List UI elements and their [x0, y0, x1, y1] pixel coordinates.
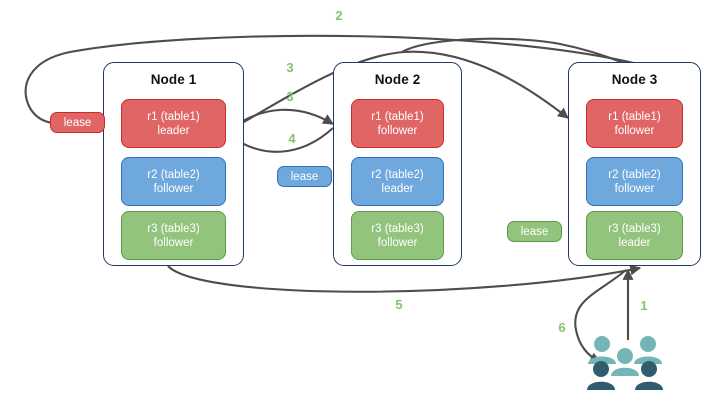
replica-label-line1: r1 (table1): [147, 110, 200, 123]
node-container-2: Node 2 r1 (table1) follower r2 (table2) …: [333, 62, 462, 266]
replica-label-line2: follower: [614, 124, 655, 137]
lease-badge-red[interactable]: lease: [50, 112, 105, 133]
replica-label-line1: r3 (table3): [371, 222, 424, 235]
replica-label-line2: leader: [618, 236, 651, 249]
step-label-6: 6: [558, 320, 566, 335]
replica-label-line2: leader: [157, 124, 190, 137]
replica-r1-node2[interactable]: r1 (table1) follower: [351, 99, 444, 148]
step-label-3-upper: 3: [286, 60, 294, 75]
replica-label-line2: follower: [377, 236, 418, 249]
replica-label-line1: r1 (table1): [608, 110, 661, 123]
node-title-2: Node 2: [374, 72, 421, 87]
step-label-4: 4: [288, 131, 296, 146]
replica-r3-node1[interactable]: r3 (table3) follower: [121, 211, 226, 260]
step-label-2: 2: [335, 8, 343, 23]
replica-r1-node3[interactable]: r1 (table1) follower: [586, 99, 683, 148]
replica-r2-node2[interactable]: r2 (table2) leader: [351, 157, 444, 206]
replica-r3-node3[interactable]: r3 (table3) leader: [586, 211, 683, 260]
replica-label-line2: follower: [153, 236, 194, 249]
step-label-5: 5: [395, 297, 403, 312]
lease-label: lease: [520, 225, 549, 238]
replica-label-line1: r2 (table2): [608, 168, 661, 181]
replica-label-line2: follower: [614, 182, 655, 195]
edge-step-5: [167, 264, 642, 293]
node-container-1: Node 1 r1 (table1) leader r2 (table2) fo…: [103, 62, 244, 266]
replica-label-line1: r2 (table2): [147, 168, 200, 181]
step-label-1: 1: [640, 298, 648, 313]
node-title-3: Node 3: [611, 72, 658, 87]
replica-label-line2: leader: [381, 182, 414, 195]
replica-r2-node1[interactable]: r2 (table2) follower: [121, 157, 226, 206]
replica-label-line2: follower: [153, 182, 194, 195]
replica-label-line2: follower: [377, 124, 418, 137]
users-group-icon: [587, 336, 663, 390]
lease-label: lease: [63, 116, 92, 129]
replica-label-line1: r1 (table1): [371, 110, 424, 123]
node-container-3: Node 3 r1 (table1) follower r2 (table2) …: [568, 62, 701, 266]
lease-badge-blue[interactable]: lease: [277, 166, 332, 187]
replica-r1-node1[interactable]: r1 (table1) leader: [121, 99, 226, 148]
replica-label-line1: r3 (table3): [608, 222, 661, 235]
replica-label-line1: r2 (table2): [371, 168, 424, 181]
lease-label: lease: [290, 170, 319, 183]
node-title-1: Node 1: [150, 72, 197, 87]
replica-r3-node2[interactable]: r3 (table3) follower: [351, 211, 444, 260]
step-label-3-lower: 3: [286, 89, 294, 104]
replica-label-line1: r3 (table3): [147, 222, 200, 235]
replica-r2-node3[interactable]: r2 (table2) follower: [586, 157, 683, 206]
lease-badge-green[interactable]: lease: [507, 221, 562, 242]
